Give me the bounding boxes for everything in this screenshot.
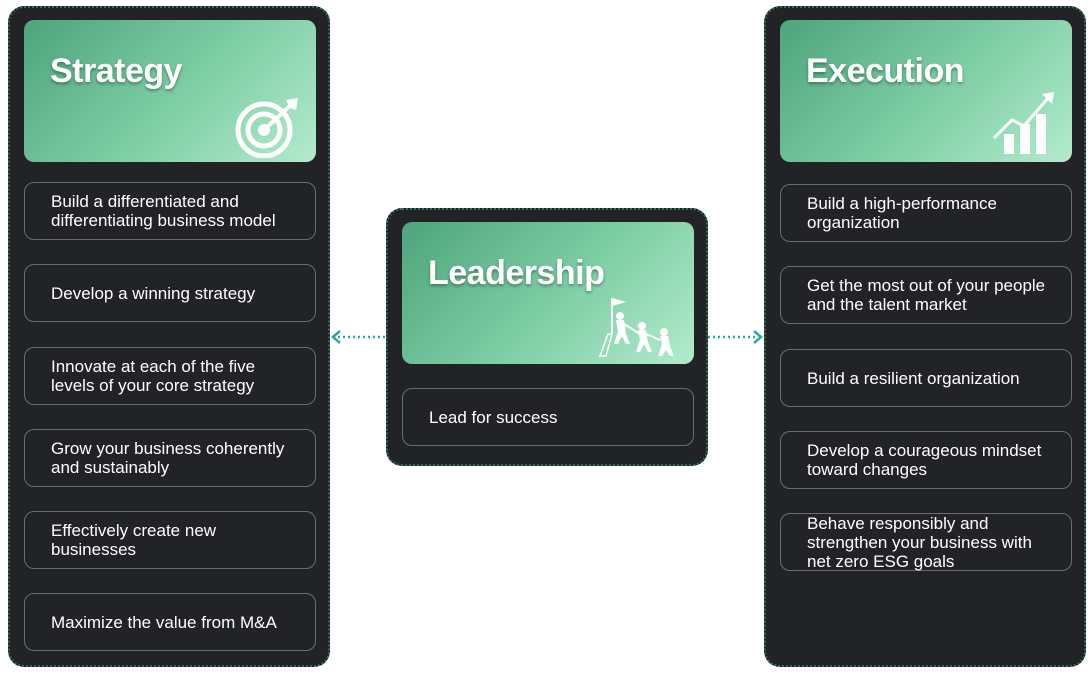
connector-leadership-execution: [708, 330, 763, 344]
execution-header: Execution: [780, 20, 1072, 162]
strategy-item: Effectively create new businesses: [24, 511, 316, 569]
execution-title: Execution: [806, 52, 964, 90]
strategy-item: Innovate at each of the five levels of y…: [24, 347, 316, 405]
connector-leadership-strategy: [331, 330, 386, 344]
team-climbing-flag-icon: [598, 298, 674, 357]
strategy-item: Maximize the value from M&A: [24, 593, 316, 651]
strategy-panel: Strategy Build a differentiated and diff…: [8, 6, 330, 667]
execution-item: Build a resilient organization: [780, 349, 1072, 407]
execution-item: Develop a courageous mindset toward chan…: [780, 431, 1072, 489]
leadership-panel: Leadership Lead for success: [386, 208, 708, 466]
execution-item: Get the most out of your people and the …: [780, 266, 1072, 324]
execution-item: Behave responsibly and strengthen your b…: [780, 513, 1072, 571]
leadership-header: Leadership: [402, 222, 694, 364]
strategy-header: Strategy: [24, 20, 316, 162]
target-icon: [235, 98, 298, 158]
execution-item: Build a high-performance organization: [780, 184, 1072, 242]
growth-chart-icon: [992, 92, 1054, 154]
leadership-title: Leadership: [428, 254, 605, 292]
strategy-title: Strategy: [50, 52, 183, 90]
leadership-item: Lead for success: [402, 388, 694, 446]
strategy-item: Build a differentiated and differentiati…: [24, 182, 316, 240]
execution-panel: Execution Build a high-performance organ…: [764, 6, 1086, 667]
strategy-item: Grow your business coherently and sustai…: [24, 429, 316, 487]
strategy-item: Develop a winning strategy: [24, 264, 316, 322]
